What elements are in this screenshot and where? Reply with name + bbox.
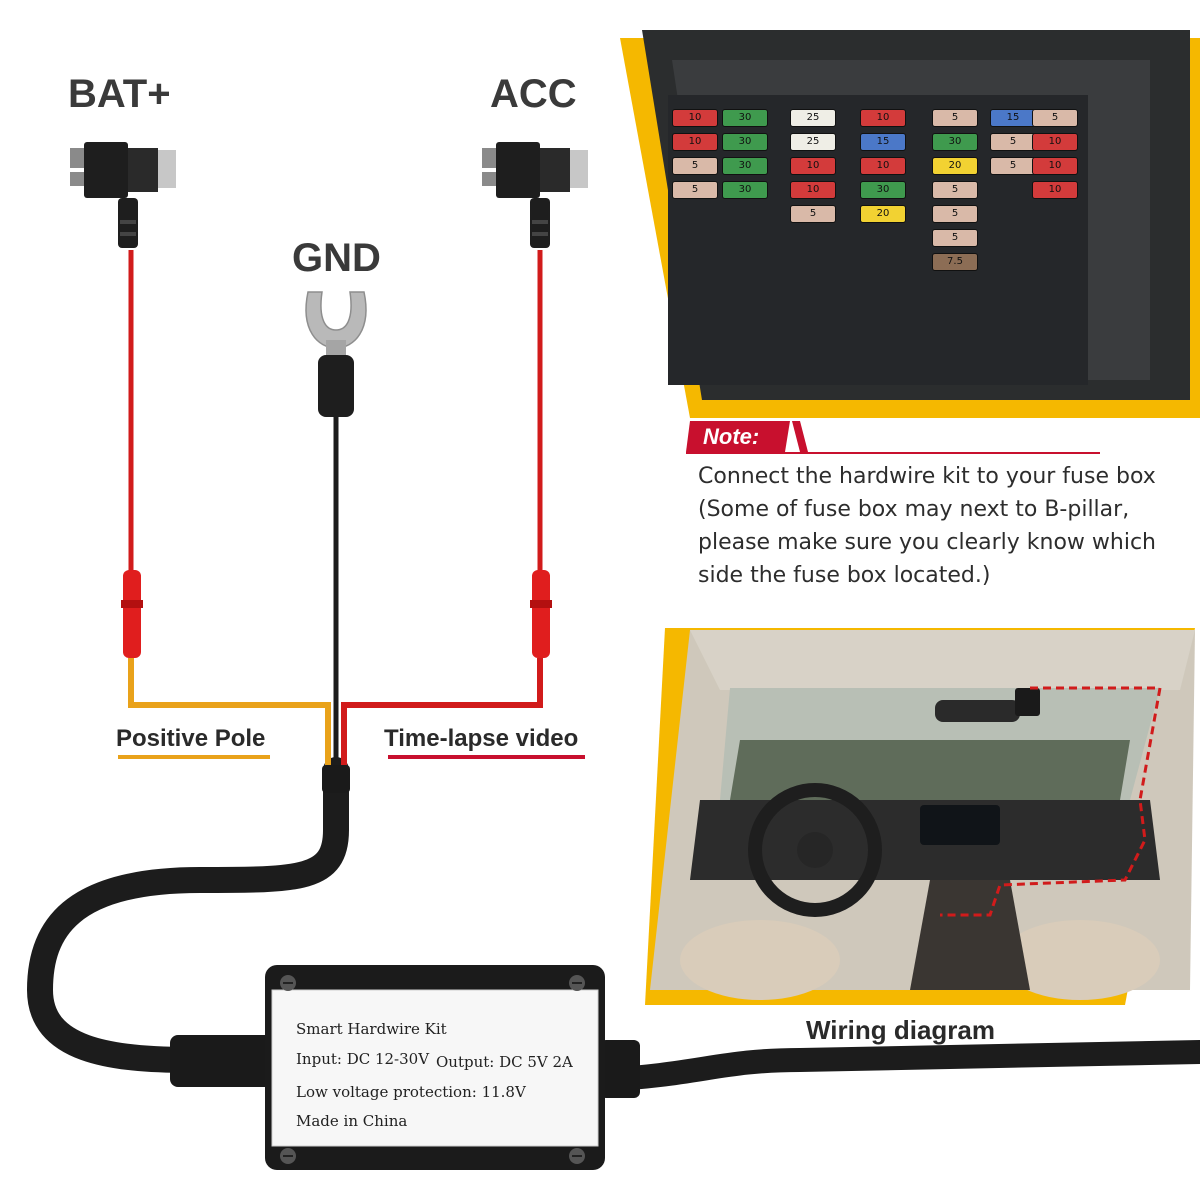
note-text: Connect the hardwire kit to your fuse bo… — [698, 460, 1188, 592]
note-line: side the fuse box located.) — [698, 563, 991, 588]
note-line: please make sure you clearly know which — [698, 530, 1157, 555]
fuse-blade: 10 — [790, 157, 836, 175]
output-strain-relief — [600, 1040, 640, 1098]
cable-route-line — [940, 686, 1162, 917]
fuse-blade: 15 — [860, 133, 906, 151]
note-badge — [686, 421, 1100, 454]
positive-pole-label: Positive Pole — [116, 725, 266, 752]
acc-fuse-holder — [532, 570, 550, 658]
positive-wire — [128, 658, 331, 770]
module-origin: Made in China — [296, 1112, 408, 1130]
fuse-blade: 10 — [1032, 157, 1078, 175]
timelapse-wire — [341, 658, 543, 770]
note-line: (Some of fuse box may next to B-pillar, — [698, 497, 1130, 522]
fuse-blade: 10 — [860, 157, 906, 175]
fuse-blade: 30 — [932, 133, 978, 151]
time-lapse-label: Time-lapse video — [384, 725, 579, 752]
module-protection: Low voltage protection: 11.8V — [296, 1083, 526, 1101]
fuse-blade: 5 — [990, 133, 1036, 151]
fuse-blade: 30 — [860, 181, 906, 199]
fuse-blade: 5 — [990, 157, 1036, 175]
wiring-diagram-caption: Wiring diagram — [806, 1015, 996, 1045]
bat-fuse-tap — [70, 142, 176, 248]
fuse-blade: 10 — [1032, 133, 1078, 151]
input-strain-relief — [170, 1035, 280, 1087]
fuse-blade: 30 — [722, 181, 768, 199]
note-badge-label: Note: — [703, 424, 760, 449]
acc-label: ACC — [490, 72, 577, 116]
gnd-label: GND — [292, 236, 381, 280]
fuse-blade: 5 — [932, 109, 978, 127]
fuse-blade: 10 — [860, 109, 906, 127]
fuse-blade: 5 — [932, 181, 978, 199]
module-title: Smart Hardwire Kit — [296, 1020, 447, 1038]
fuse-blade: 25 — [790, 133, 836, 151]
fuse-blade: 5 — [672, 157, 718, 175]
bat-fuse-holder — [123, 570, 141, 658]
fuse-blade: 20 — [932, 157, 978, 175]
fuse-blade: 10 — [672, 109, 718, 127]
fuse-blade: 5 — [790, 205, 836, 223]
hardwire-module — [265, 965, 605, 1170]
fuse-blade: 30 — [722, 109, 768, 127]
fuse-blade: 5 — [1032, 109, 1078, 127]
module-input: Input: DC 12-30V — [296, 1050, 430, 1068]
fuse-blade: 7.5 — [932, 253, 978, 271]
fuse-blade: 25 — [790, 109, 836, 127]
gnd-fork-terminal — [305, 291, 367, 417]
fuse-blade: 30 — [722, 133, 768, 151]
fuse-blade: 30 — [722, 157, 768, 175]
acc-fuse-tap — [482, 142, 588, 248]
fuse-blade: 20 — [860, 205, 906, 223]
fuse-blade: 10 — [790, 181, 836, 199]
fuse-blade: 10 — [672, 133, 718, 151]
fuse-blade: 5 — [932, 229, 978, 247]
main-cable — [26, 757, 349, 1073]
output-cable — [588, 1040, 1200, 1092]
fuse-blade: 15 — [990, 109, 1036, 127]
fuse-blade: 10 — [1032, 181, 1078, 199]
note-line: Connect the hardwire kit to your fuse bo… — [698, 464, 1156, 489]
fuse-blade: 5 — [932, 205, 978, 223]
bat-label: BAT+ — [68, 72, 171, 116]
fuse-blade: 5 — [672, 181, 718, 199]
module-output: Output: DC 5V 2A — [436, 1053, 573, 1071]
